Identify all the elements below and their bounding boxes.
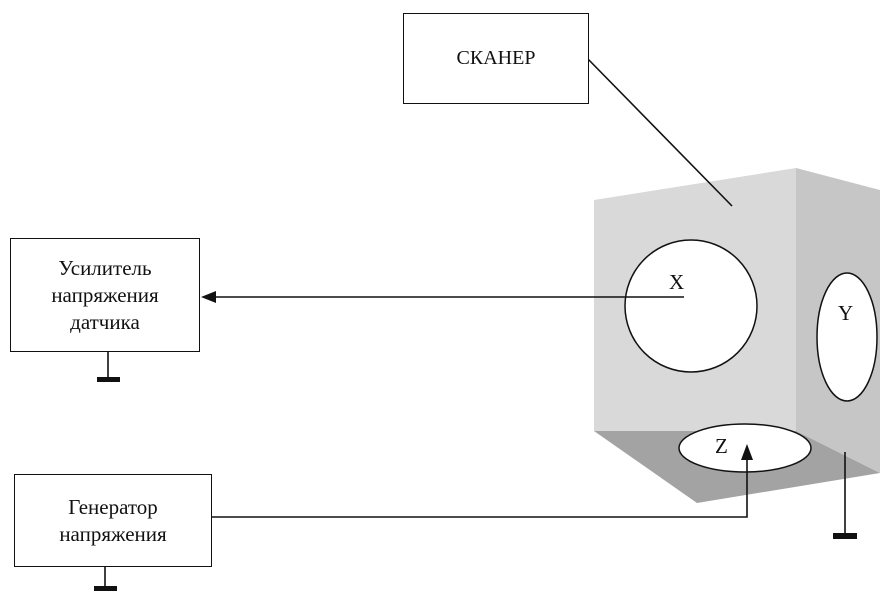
scanner-box: СКАНЕР [403, 13, 589, 104]
scanner-label: СКАНЕР [456, 47, 536, 69]
generator-ground-icon [94, 567, 117, 591]
electrode-z-label: Z [715, 434, 728, 458]
generator-label-line-1: Генератор [68, 494, 158, 519]
z-arrow-head [741, 444, 753, 460]
scanner-leader-line [585, 56, 733, 207]
voltage-generator-box: Генератор напряжения [14, 474, 212, 567]
amplifier-arrow-head [201, 291, 216, 303]
electrode-x-label: X [669, 270, 684, 294]
amplifier-label-line-3: датчика [70, 309, 140, 334]
amplifier-label-line-2: напряжения [51, 282, 159, 307]
amplifier-ground-icon [97, 352, 120, 382]
cube-ground-icon [833, 452, 857, 539]
electrode-y-label: Y [838, 301, 853, 325]
generator-label-line-2: напряжения [59, 521, 167, 546]
generator-signal-line [212, 460, 748, 518]
sensor-voltage-amplifier-box: Усилитель напряжения датчика [10, 238, 200, 352]
electrode-z [678, 423, 812, 473]
amplifier-label-line-1: Усилитель [58, 255, 152, 280]
electrode-y [816, 272, 878, 402]
electrode-x [624, 239, 758, 373]
